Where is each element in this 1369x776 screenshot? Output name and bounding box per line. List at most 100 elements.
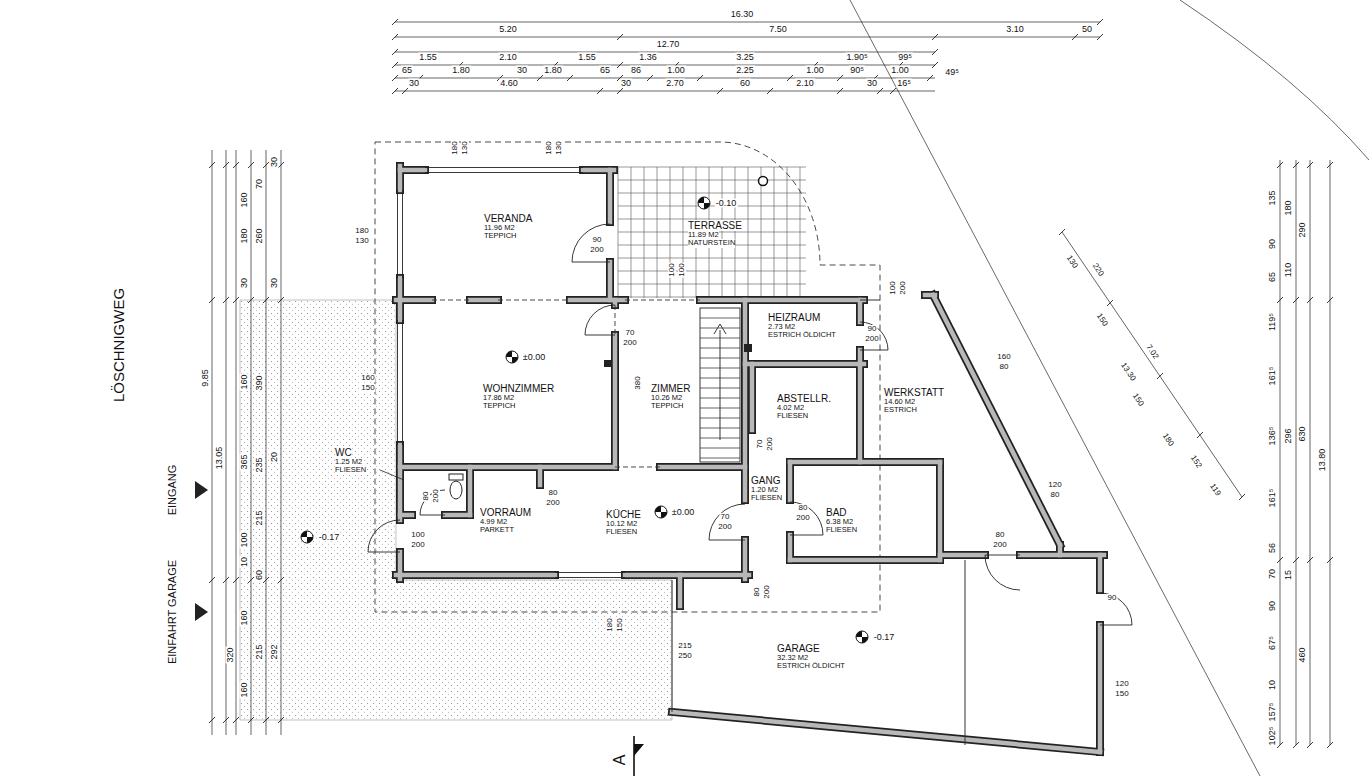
wall <box>1058 545 1063 555</box>
dimension-line <box>209 19 1333 748</box>
dimension-line <box>597 88 603 94</box>
dimension-line <box>392 49 398 55</box>
dimension-line <box>1327 557 1333 563</box>
dimension-label: 30 <box>516 66 528 75</box>
opening-line <box>432 300 700 467</box>
room-label: ABSTELLR.4.02 M2FLIESEN <box>775 392 835 424</box>
fixture <box>604 360 611 367</box>
wall <box>788 462 793 500</box>
wall <box>445 513 470 518</box>
terrace-tiles <box>618 180 806 181</box>
dimension-line <box>263 717 269 723</box>
wall <box>396 298 432 303</box>
dimension-label: 365 <box>240 453 249 470</box>
opening-dimension: 200 <box>766 436 774 451</box>
dimension-label: 16.30 <box>730 10 755 19</box>
room-label: GANG1.20 M2FLIESEN <box>749 474 787 506</box>
dimension-line <box>717 88 723 94</box>
wall <box>790 556 940 564</box>
opening-dimension: 80 <box>753 587 761 598</box>
terrace-tiles <box>748 167 749 298</box>
wall <box>933 295 1060 545</box>
dimension-label: 90 <box>1268 238 1277 250</box>
wall <box>608 262 613 300</box>
access-label: EINGANG <box>167 464 178 517</box>
wall <box>750 364 755 430</box>
dimension-label: 90 <box>1268 600 1277 612</box>
wall <box>625 573 749 578</box>
opening-line <box>432 300 965 745</box>
fixture <box>449 344 752 499</box>
wall <box>788 535 793 560</box>
section-label: A <box>612 754 628 767</box>
dimension-line <box>278 717 284 723</box>
opening-dimension: 200 <box>864 335 879 343</box>
wall <box>470 296 498 304</box>
dimension-label: 150 <box>1094 311 1109 328</box>
opening-dimension: 130 <box>555 140 563 155</box>
room-label: TERRASSE11.89 M2NATURSTEIN <box>686 219 746 251</box>
dimension-label: 160 <box>240 609 249 626</box>
dimension-line <box>1307 162 1313 168</box>
dimension-label: 67⁵ <box>1268 635 1277 651</box>
terrace-tiles <box>774 167 775 298</box>
dimension-line <box>392 19 398 25</box>
window <box>402 320 403 445</box>
wall <box>396 166 1104 752</box>
paved-ground <box>240 300 672 720</box>
dimension-line <box>223 717 229 723</box>
opening-dimension: 215 <box>677 642 692 650</box>
window <box>425 172 583 173</box>
opening-dimension: 380 <box>634 375 642 390</box>
opening-dimension: 100 <box>889 280 897 295</box>
dimension-label: 220 <box>1090 261 1105 278</box>
dimension-line <box>1307 557 1313 563</box>
terrace-tiles <box>683 167 684 298</box>
dimension-label: 30 <box>866 79 878 88</box>
dimension-line <box>1293 742 1299 748</box>
wall <box>1096 555 1104 590</box>
terrace-tiles <box>618 284 806 285</box>
dimension-line <box>263 297 269 303</box>
terrace-tiles <box>735 167 736 298</box>
room-name: VORRAUM <box>480 507 531 518</box>
wall <box>606 262 614 300</box>
stairs <box>700 308 740 462</box>
dimension-line <box>209 717 215 723</box>
dimension-line <box>278 297 284 303</box>
terrace-tiles <box>761 167 762 298</box>
dimension-label: 1.00 <box>666 66 686 75</box>
wall <box>748 364 756 430</box>
wall <box>940 553 985 558</box>
opening-dimension: 200 <box>545 499 560 507</box>
stairs <box>700 448 740 449</box>
dimension-line <box>1296 160 1297 745</box>
wall <box>468 467 473 515</box>
terrace-tiles <box>722 167 723 298</box>
door-swing <box>368 224 1132 625</box>
room-label: BAD6.38 M2FLIESEN <box>824 506 862 538</box>
opening-dimension: 160 <box>360 374 375 382</box>
dimension-label: 3.25 <box>735 53 755 62</box>
room-area: 17.86 M2 <box>483 394 514 402</box>
dimension-label: 10 <box>240 556 249 568</box>
dimension-label: 65 <box>1268 271 1277 283</box>
dimension-label: 7.02 <box>1144 342 1160 361</box>
opening-dimension: 180 <box>354 227 369 235</box>
room-label: ZIMMER10.26 M2TEPPICH <box>649 382 695 414</box>
opening-dimension: 200 <box>717 523 732 531</box>
dimension-line <box>392 34 398 40</box>
wall <box>743 300 748 500</box>
door-swing <box>985 555 1020 590</box>
door-swing <box>1100 593 1132 625</box>
dimension-label: 9.85 <box>201 368 210 388</box>
dimension-label: 1.00 <box>805 66 825 75</box>
wall <box>400 513 412 518</box>
dimension-line <box>1239 494 1245 500</box>
opening-dimension: 80 <box>995 531 1006 539</box>
wall <box>858 300 863 322</box>
dimension-label: 180 <box>240 227 249 244</box>
wall <box>396 571 555 579</box>
dimension-label: 30 <box>270 156 279 168</box>
dimension-line <box>1330 160 1331 745</box>
